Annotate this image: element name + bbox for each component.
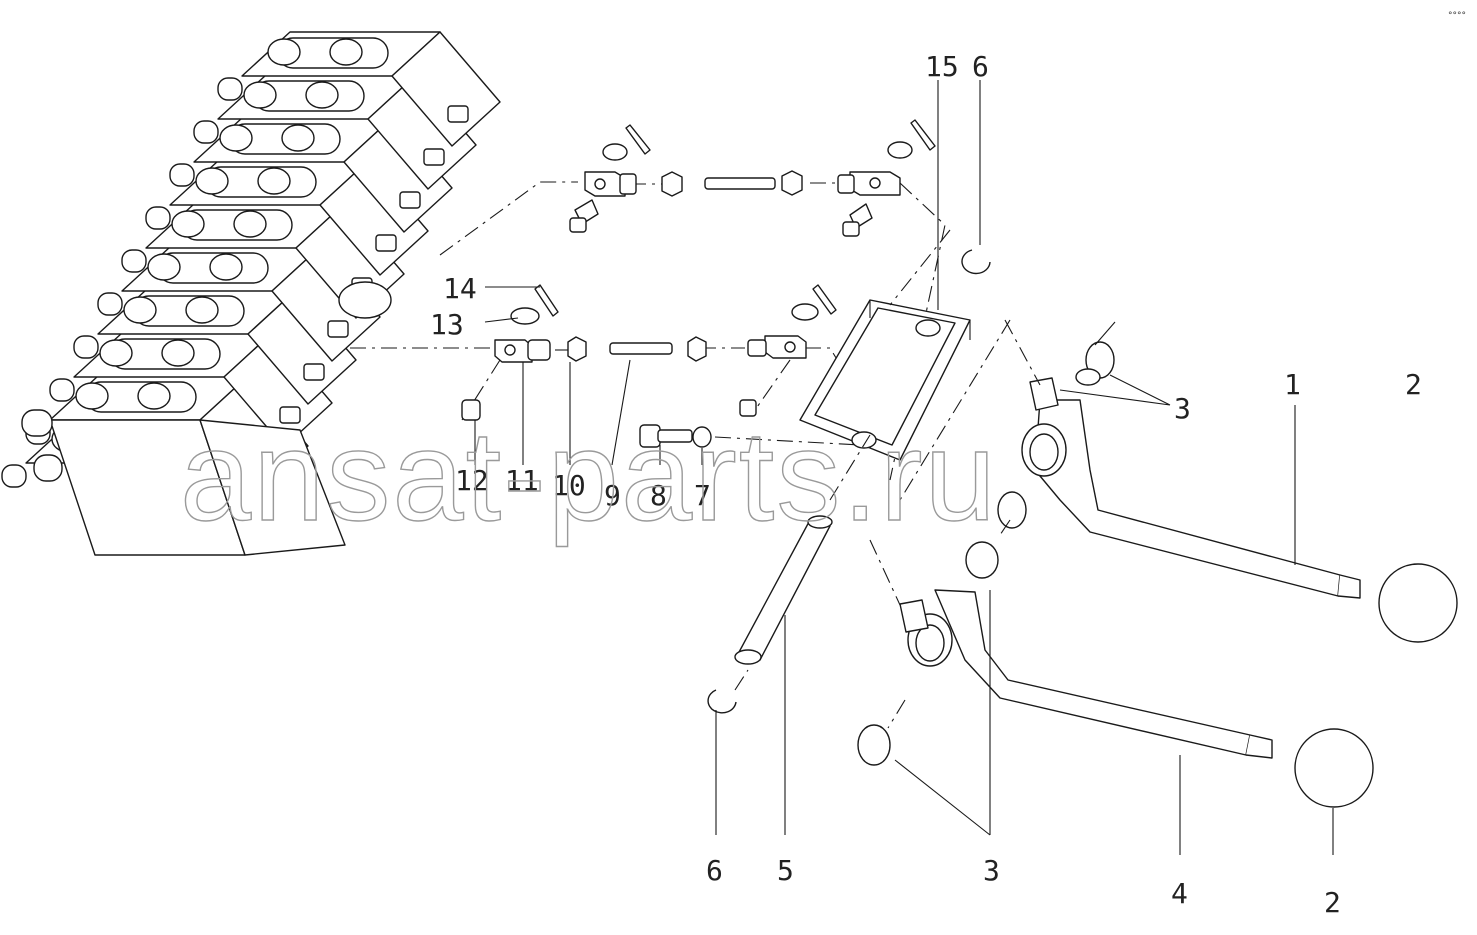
spool-end (217, 77, 243, 101)
callout-2-bottom: 2 (1324, 886, 1341, 919)
callout-10: 10 (552, 469, 586, 502)
valve-port (219, 124, 253, 152)
callout-5: 5 (777, 854, 794, 887)
circlip-upper (961, 249, 991, 275)
spool-end (169, 163, 195, 187)
spool-end (97, 292, 123, 316)
valve-port (123, 296, 157, 324)
valve-port (147, 253, 181, 281)
valve-port (209, 253, 243, 281)
callout-3-top: 3 (1174, 392, 1191, 425)
callout-6-top: 6 (972, 50, 989, 83)
valve-port (171, 210, 205, 238)
valve-stack-front-side (199, 419, 346, 556)
valve-port (267, 38, 301, 66)
spool-end (193, 120, 219, 144)
upper-linkage (439, 119, 946, 481)
spool-end (1, 464, 27, 488)
valve-port (185, 296, 219, 324)
spool-end (21, 409, 53, 437)
valve-port (161, 339, 195, 367)
shaft-5 (734, 434, 871, 691)
lever-1 (997, 321, 1361, 599)
lever-4 (857, 519, 1273, 766)
spool-end (145, 206, 171, 230)
lower-linkage (350, 284, 881, 448)
valve-port (281, 124, 315, 152)
valve-stub (375, 234, 397, 252)
valve-cap (338, 281, 392, 319)
valve-port (99, 339, 133, 367)
callout-13: 13 (430, 308, 464, 341)
leader-lines (474, 80, 1334, 855)
valve-port (233, 210, 267, 238)
valve-block-stack (1, 31, 501, 556)
callout-8: 8 (650, 479, 667, 512)
circlip-lower (707, 689, 737, 714)
valve-port (137, 382, 171, 410)
callout-2-top: 2 (1405, 368, 1422, 401)
valve-stub (447, 105, 469, 123)
corner-mark: °°°° (1448, 11, 1466, 21)
valve-port (243, 81, 277, 109)
callout-4: 4 (1171, 877, 1188, 910)
callout-14: 14 (443, 272, 477, 305)
valve-port (305, 81, 339, 109)
callout-6-bottom: 6 (706, 854, 723, 887)
spool-end (73, 335, 99, 359)
valve-port (75, 382, 109, 410)
callout-3-bottom: 3 (983, 854, 1000, 887)
valve-section-side (391, 31, 501, 147)
knob-lower (1294, 728, 1374, 808)
valve-stub (279, 406, 301, 424)
callout-1: 1 (1284, 368, 1301, 401)
spool-end (33, 454, 63, 482)
valve-stub (303, 363, 325, 381)
callout-7: 7 (694, 479, 711, 512)
watermark: ansat-parts.ru (180, 405, 998, 548)
callout-12: 12 (455, 464, 489, 497)
knob-upper (1378, 563, 1458, 643)
callout-15: 15 (925, 50, 959, 83)
spool-end (49, 378, 75, 402)
callout-11: 11 (505, 464, 539, 497)
callout-9: 9 (604, 479, 621, 512)
spool-end (121, 249, 147, 273)
valve-stub (327, 320, 349, 338)
valve-stub (399, 191, 421, 209)
valve-port (257, 167, 291, 195)
valve-stub (423, 148, 445, 166)
bracket-housing (799, 229, 971, 461)
valve-port (329, 38, 363, 66)
valve-port (195, 167, 229, 195)
